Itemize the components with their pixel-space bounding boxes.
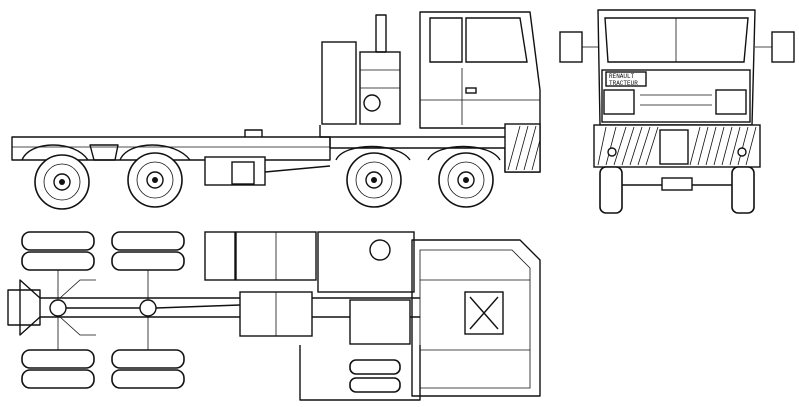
- top-rear-axles: [57, 270, 149, 350]
- roof-hatch: [464, 291, 504, 335]
- front-fender-2: [427, 145, 501, 161]
- top-air-filter: [369, 239, 391, 261]
- plate-line-1: RENAULT: [609, 73, 635, 80]
- plate-line-2: TRACTEUR: [609, 80, 638, 87]
- mirror-right: [771, 31, 795, 63]
- cab-side-window: [429, 17, 463, 63]
- top-rear-end: [19, 279, 41, 336]
- front-plate: [605, 71, 647, 87]
- headlight-left: [603, 89, 635, 115]
- front-wheel-2: [438, 152, 494, 208]
- rear-wheel-2: [127, 152, 183, 208]
- fifth-wheel: [244, 129, 263, 137]
- front-tire-left: [599, 166, 623, 214]
- top-gearbox: [349, 299, 411, 345]
- top-box-left: [204, 231, 236, 281]
- front-view: RENAULT TRACTEUR: [559, 9, 795, 214]
- front-fender-1: [335, 145, 411, 161]
- side-frame-rail: [11, 136, 331, 161]
- front-wheel-1: [346, 152, 402, 208]
- top-rear-crossmember: [7, 289, 41, 326]
- cab-door-window: [465, 17, 528, 63]
- side-bumper-stripes: [504, 123, 541, 173]
- front-tire-right: [731, 166, 755, 214]
- rear-fender-2: [119, 144, 191, 161]
- rear-wheel-1: [34, 154, 90, 210]
- top-cab-roof: [411, 239, 541, 397]
- top-view: [7, 231, 541, 401]
- driveshaft: [264, 165, 331, 173]
- headlight-right: [715, 89, 747, 115]
- top-driveshaft: [66, 304, 241, 309]
- top-engine-bay: [317, 231, 415, 293]
- mirror-left: [559, 31, 583, 63]
- cab-shell: [419, 11, 541, 129]
- top-rear-tires: [21, 231, 185, 389]
- front-windscreen: [604, 17, 749, 63]
- rear-fender-1: [21, 144, 89, 161]
- intake-gauge: [363, 94, 381, 112]
- top-front-tire-1: [349, 359, 401, 375]
- side-view: [11, 11, 541, 210]
- exhaust-stack: [375, 14, 387, 53]
- air-filter: [321, 41, 357, 125]
- top-front-tire-2: [349, 377, 401, 393]
- front-bumper: [593, 124, 761, 168]
- leaf-spring: [89, 144, 119, 161]
